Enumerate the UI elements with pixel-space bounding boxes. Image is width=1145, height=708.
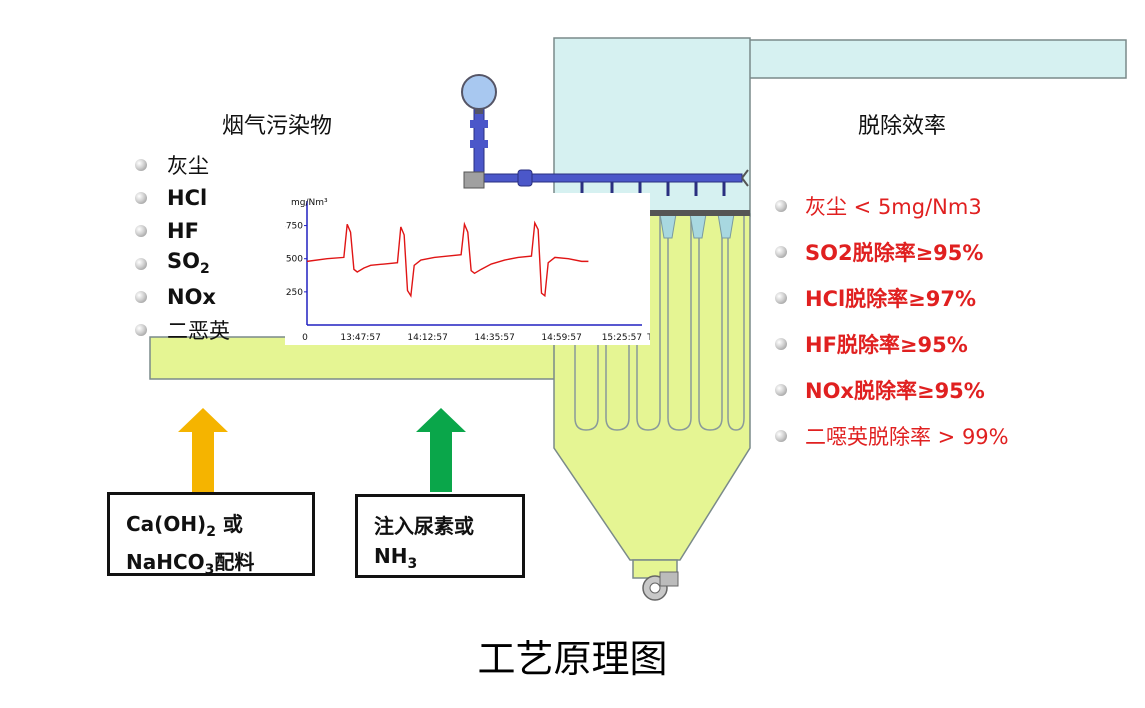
x-tick-label: 14:12:57 (407, 333, 447, 343)
pollutant-label: HCl (167, 185, 208, 210)
list-item: NOx (135, 280, 230, 313)
pollutant-label: NOx (167, 284, 216, 309)
list-item: SO2脱除率≥95% (775, 229, 1009, 275)
pollutant-label: 灰尘 (167, 153, 209, 178)
reagent-line-2: NaHCO3配料 (126, 550, 255, 578)
x-tick-label: 14:35:57 (474, 333, 514, 343)
efficiency-list: 灰尘 < 5mg/Nm3 SO2脱除率≥95% HCl脱除率≥97% HF脱除率… (775, 183, 1009, 459)
x-tick-label: T (646, 333, 650, 343)
filter-housing (553, 37, 751, 217)
reagent-line-2: NH3 (374, 544, 418, 572)
pollutant-list: 灰尘 HCl HF SO2 NOx 二恶英 (135, 148, 230, 346)
list-item: SO2 (135, 247, 230, 280)
pollutant-label: HF (167, 218, 199, 243)
list-item: HCl (135, 181, 230, 214)
x-tick-label: 14:59:57 (541, 333, 581, 343)
bullet-icon (775, 200, 787, 212)
bullet-icon (775, 292, 787, 304)
y-tick-label: 1250 (285, 288, 303, 298)
list-item: 二噁英脱除率 > 99% (775, 413, 1009, 459)
list-item: 灰尘 (135, 148, 230, 181)
list-item: 灰尘 < 5mg/Nm3 (775, 183, 1009, 229)
pressure-gauge-icon (461, 74, 497, 114)
bullet-icon (775, 430, 787, 442)
bullet-icon (775, 246, 787, 258)
bullet-icon (135, 224, 147, 237)
reagent-line-1: 注入尿素或 (374, 514, 474, 538)
bullet-icon (135, 290, 147, 303)
reagent-box-urea: 注入尿素或 NH3 (355, 494, 525, 578)
bullet-icon (135, 323, 147, 336)
filter-bags (574, 214, 745, 431)
list-item: HCl脱除率≥97% (775, 275, 1009, 321)
reagent-line-1: Ca(OH)2 或 (126, 512, 243, 540)
outlet-duct (747, 39, 1127, 79)
bullet-icon (775, 384, 787, 396)
bullet-icon (775, 338, 787, 350)
list-item: HF (135, 214, 230, 247)
page-title: 工艺原理图 (477, 637, 668, 681)
x-tick-label: 0 (302, 333, 308, 343)
list-item: NOx脱除率≥95% (775, 367, 1009, 413)
bullet-icon (135, 158, 147, 171)
efficiency-label: HF脱除率≥95% (805, 333, 968, 357)
efficiency-label: SO2脱除率≥95% (805, 241, 984, 265)
pollutants-heading: 烟气污染物 (222, 114, 333, 139)
reagent-arrow-icon (178, 408, 228, 492)
list-item: HF脱除率≥95% (775, 321, 1009, 367)
series-line (306, 220, 589, 298)
efficiency-label: NOx脱除率≥95% (805, 379, 985, 403)
urea-arrow-icon (416, 408, 466, 492)
efficiency-label: 二噁英脱除率 > 99% (805, 425, 1009, 449)
pollutant-label: SO2 (167, 249, 210, 278)
efficiency-label: 灰尘 < 5mg/Nm3 (805, 195, 982, 219)
reagent-box-lime: Ca(OH)2 或 NaHCO3配料 (107, 492, 315, 578)
y-axis-label: mg/Nm³ (291, 198, 328, 208)
efficiency-label: HCl脱除率≥97% (805, 287, 977, 311)
bullet-icon (135, 191, 147, 204)
x-tick-label: 15:25:57 (602, 333, 642, 343)
bullet-icon (135, 257, 147, 270)
list-item: 二恶英 (135, 313, 230, 346)
pollutant-label: 二恶英 (167, 318, 230, 343)
x-tick-label: 13:47:57 (340, 333, 380, 343)
efficiency-heading: 脱除效率 (858, 114, 947, 139)
